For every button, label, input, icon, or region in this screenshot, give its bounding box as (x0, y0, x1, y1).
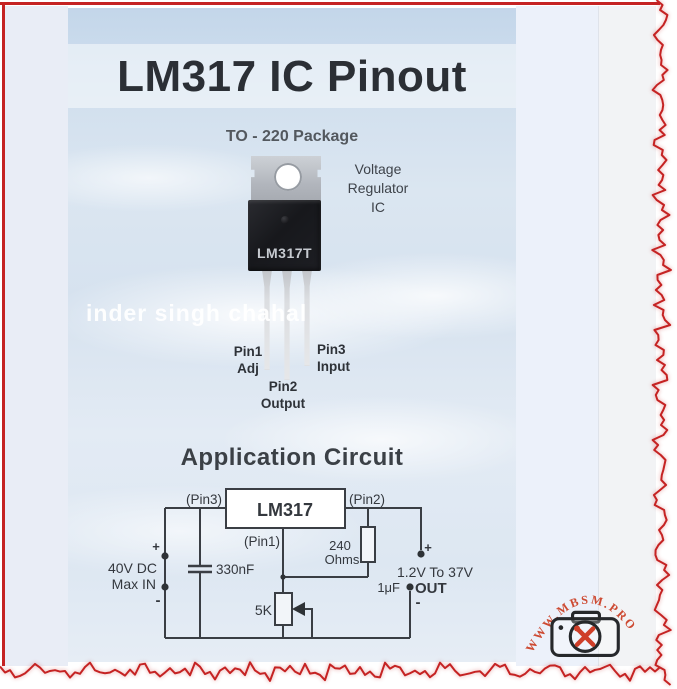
output-minus-sign: - (416, 594, 421, 611)
note-line-2: Regulator (347, 180, 409, 196)
camera-lens (568, 620, 602, 653)
input-plus-terminal (161, 552, 169, 560)
circuit-wires (164, 488, 422, 639)
wiper-arrow (292, 602, 305, 616)
pin1-circuit-label: (Pin1) (244, 534, 280, 549)
adj-junction (280, 574, 286, 580)
voltage-regulator-note: Voltage Regulator IC (336, 160, 420, 217)
to220-leg-3 (302, 271, 312, 366)
crossed-tools-icon (574, 626, 596, 647)
output-word: OUT (415, 580, 447, 597)
application-circuit-schematic: LM317 (Pin3) (Pin2) (Pin1) + - 40V DC Ma… (108, 488, 474, 639)
to220-mounting-hole (274, 163, 302, 191)
page-fold-line (598, 6, 599, 666)
capacitor-input-plates (188, 564, 212, 574)
output-cap-label: 1μF (377, 580, 400, 595)
to220-leg-2 (282, 271, 292, 380)
title-band (68, 44, 516, 108)
input-plus-sign: + (152, 539, 160, 554)
pin2-circuit-label: (Pin2) (349, 492, 385, 507)
input-voltage-line2: Max IN (112, 576, 156, 592)
pin1-name: Pin1 (233, 344, 263, 359)
input-voltage-line1: 40V DC (108, 560, 157, 576)
pin3-name: Pin3 (317, 342, 346, 357)
mbsm-logo: WWW.MBSM.PRO (523, 592, 638, 657)
output-minus-terminal (406, 583, 414, 591)
chip-part-number: LM317T (256, 245, 313, 261)
pin2-label: Pin2 Output (253, 378, 313, 412)
circuit-junctions (161, 550, 425, 616)
wire-wiper (305, 608, 313, 638)
pin2-name: Pin2 (268, 379, 298, 394)
pin1-role: Adj (237, 361, 259, 376)
output-range: 1.2V To 37V (397, 564, 474, 580)
output-plus-sign: + (424, 540, 432, 555)
right-outer-strip (598, 6, 656, 666)
left-margin-strip (4, 6, 68, 666)
watermark-text: inder singh chahal (86, 300, 308, 326)
red-border-top (0, 2, 660, 5)
page-title: LM317 IC Pinout (117, 52, 467, 101)
circuit-heading: Application Circuit (180, 444, 404, 471)
red-border-left (2, 2, 5, 666)
to220-body (248, 200, 321, 271)
note-line-3: IC (371, 199, 385, 215)
resistor-240 (360, 526, 376, 563)
camera-dot (558, 625, 564, 630)
input-cap-label: 330nF (216, 562, 254, 577)
note-line-1: Voltage (354, 161, 402, 177)
circuit-labels: LM317 (Pin3) (Pin2) (Pin1) + - 40V DC Ma… (108, 492, 474, 618)
tool-head (573, 625, 581, 632)
diagram-card: LM317 IC Pinout TO - 220 Package LM317T … (68, 8, 516, 662)
wire-output-top (345, 507, 422, 550)
to220-leg-1 (262, 271, 272, 370)
pin1-label: Pin1 Adj (218, 343, 278, 377)
package-subtitle: TO - 220 Package (225, 128, 359, 145)
pin2-role: Output (260, 396, 306, 411)
right-inner-strip (516, 6, 598, 666)
pin3-circuit-label: (Pin3) (186, 492, 222, 507)
input-minus-sign: - (156, 592, 161, 609)
ic-label: LM317 (257, 500, 313, 520)
resistor-value: 240 (329, 538, 351, 553)
resistor-unit: Ohms (325, 552, 360, 567)
pin3-role: Input (317, 359, 350, 374)
lm317-box (225, 488, 346, 529)
input-minus-terminal (161, 583, 169, 591)
to220-dimple (281, 216, 289, 224)
pin3-label: Pin3 Input (317, 341, 381, 375)
pot-value: 5K (255, 602, 273, 618)
output-plus-terminal (417, 550, 425, 558)
potentiometer-5k (274, 592, 293, 626)
